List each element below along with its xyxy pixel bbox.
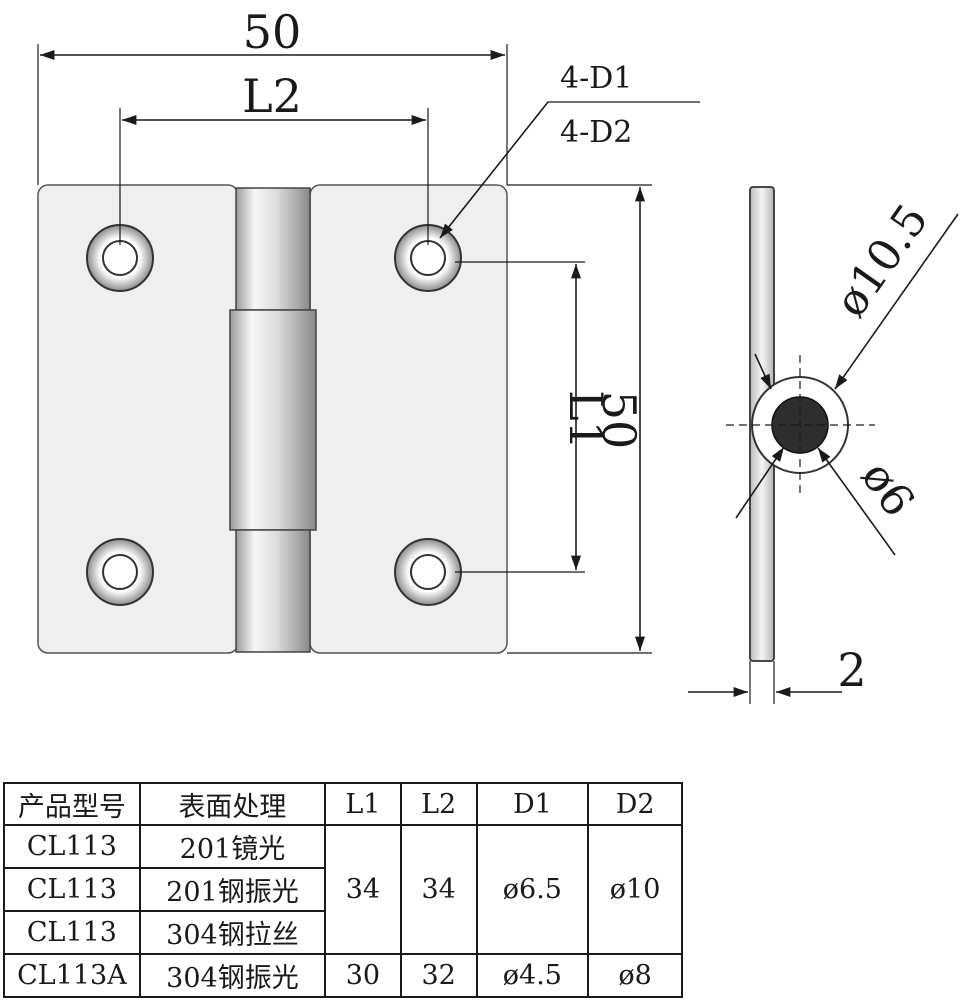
- mounting-hole-bottom-right: [394, 538, 462, 606]
- hinge-side-view: ø10.5 ø6 2: [688, 186, 959, 704]
- knuckle-top: [235, 187, 311, 311]
- cell-d2: ø8: [587, 953, 683, 998]
- l1-label: L1: [559, 390, 613, 450]
- l1-dimension: L1: [455, 261, 613, 573]
- width-dimension: 50: [37, 5, 508, 185]
- cell-d1: ø4.5: [475, 953, 590, 998]
- hinge-front-view: [37, 184, 508, 654]
- header-d2: D2: [587, 782, 683, 826]
- width-value: 50: [243, 5, 302, 59]
- height-value: 50: [592, 391, 646, 450]
- header-l1: L1: [324, 782, 402, 826]
- knuckle-middle: [229, 309, 317, 531]
- table-row: CL113 201镜光 34 34 ø6.5 ø10: [3, 824, 683, 955]
- l2-label: L2: [242, 69, 302, 123]
- table-row: CL113A 304钢振光 30 32 ø4.5 ø8: [3, 953, 683, 998]
- cell-l1: 34: [324, 824, 402, 955]
- table-row: CL113 201钢振光: [3, 867, 682, 912]
- cell-model: CL113A: [3, 953, 141, 998]
- table-row: CL113 304钢拉丝: [3, 910, 682, 955]
- table-header-row: 产品型号 表面处理 L1 L2 D1 D2: [3, 782, 683, 826]
- cell-d1: ø6.5: [475, 824, 590, 955]
- mounting-hole-top-left: [86, 224, 154, 292]
- pin-diameter-label: ø6: [851, 452, 924, 526]
- mounting-hole-bottom-left: [86, 538, 154, 606]
- thickness-value: 2: [837, 643, 866, 697]
- header-l2: L2: [399, 782, 478, 826]
- cell-model: CL113: [3, 824, 141, 869]
- outer-diameter-label: ø10.5: [825, 195, 938, 326]
- height-dimension: 50: [507, 184, 652, 654]
- cell-model: CL113: [3, 910, 141, 955]
- header-model: 产品型号: [3, 782, 141, 826]
- d2-callout: 4-D2: [560, 115, 632, 150]
- knuckle-bottom: [235, 529, 311, 653]
- cell-l1: 30: [324, 953, 402, 998]
- l2-dimension: L2: [119, 69, 429, 245]
- header-finish: 表面处理: [138, 782, 327, 826]
- hinge-technical-drawing: 50 L2 4-D1 4-D2 L1 50 ø10.5: [37, 5, 959, 704]
- cell-finish: 201镜光: [138, 824, 327, 869]
- cell-l2: 34: [399, 824, 478, 955]
- cell-model: CL113: [3, 867, 141, 912]
- cell-d2: ø10: [587, 824, 683, 955]
- cell-finish: 304钢振光: [138, 953, 327, 998]
- d1-callout: 4-D1: [560, 61, 632, 96]
- cell-finish: 201钢振光: [138, 867, 327, 912]
- hole-callout: 4-D1 4-D2: [439, 61, 700, 239]
- cell-l2: 32: [399, 953, 478, 998]
- spec-table: 产品型号 表面处理 L1 L2 D1 D2 CL113 201镜光 34 34 …: [3, 782, 683, 998]
- cell-finish: 304钢拉丝: [138, 910, 327, 955]
- header-d1: D1: [475, 782, 590, 826]
